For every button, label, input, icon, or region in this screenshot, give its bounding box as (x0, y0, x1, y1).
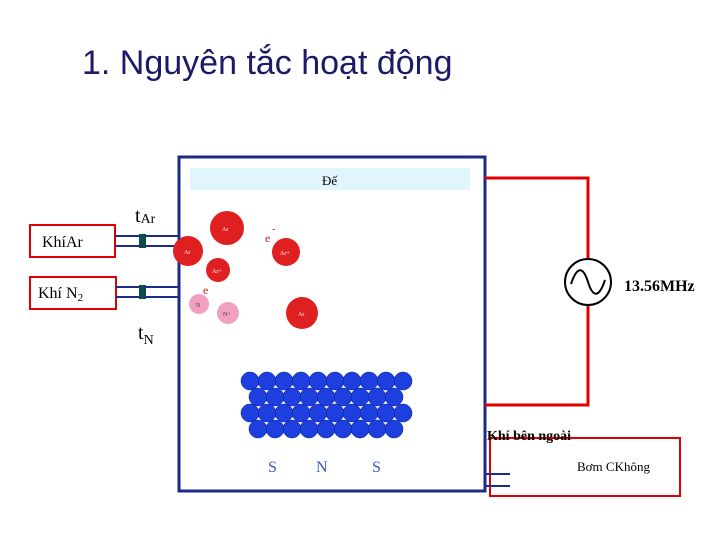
t-n-main: t (138, 322, 144, 344)
n-plus-particle: N+ (217, 302, 239, 324)
svg-text:Ar: Ar (184, 250, 190, 256)
pump-box (489, 437, 681, 497)
svg-text:Ar+: Ar+ (212, 269, 222, 275)
pump-label: Bơm CKhông (577, 459, 650, 474)
electron-sign: - (272, 224, 275, 235)
page-title: 1. Nguyên tắc hoạt động (82, 44, 453, 82)
t-ar-sub: Ar (140, 212, 156, 227)
rf-wire-top (485, 176, 590, 262)
target-atoms (240, 371, 413, 439)
t-ar-main: t (135, 205, 141, 227)
n2-gas-box (29, 276, 117, 310)
svg-text:N+: N+ (223, 312, 231, 318)
substrate-plate (190, 168, 470, 190)
ar-plus-particle: Ar+ (272, 238, 300, 266)
ar-ion-particle: Ar (210, 211, 244, 245)
svg-text:Ar: Ar (222, 227, 228, 233)
ar-plus-particle: Ar+ (206, 258, 230, 282)
ar-ion-particle: Ar (173, 236, 203, 266)
substrate-label: Đế (322, 173, 338, 188)
ar-gas-box (29, 224, 116, 258)
sine-wave-icon (570, 269, 606, 295)
t-ar-label: tAr (135, 205, 155, 228)
ar-ion-particle: Ar (286, 297, 318, 329)
outside-gas-label: Khí bên ngoài (487, 429, 572, 444)
electron-label: e (203, 283, 208, 297)
n2-gas-label: Khí N (38, 285, 78, 302)
t-n-sub: N (143, 333, 154, 348)
magnet-label-s2: S (372, 459, 381, 476)
ar-valve[interactable] (139, 234, 146, 248)
magnet-label-s1: S (268, 459, 277, 476)
n2-gas-label-wrap: Khí N2 (38, 285, 83, 304)
t-n-label: tN (138, 322, 154, 349)
magnet-label-n: N (316, 459, 328, 476)
svg-text:N: N (196, 303, 201, 309)
svg-text:Ar: Ar (298, 312, 304, 318)
ar-gas-label: KhíAr (42, 234, 83, 251)
electron-label: e (265, 231, 270, 245)
svg-text:Ar+: Ar+ (280, 251, 290, 257)
n2-valve[interactable] (139, 285, 146, 299)
rf-wire-bottom (485, 302, 590, 407)
vacuum-chamber (177, 155, 487, 493)
n-atom-particle: N (189, 294, 209, 314)
frequency-label: 13.56MHz (624, 278, 695, 295)
n2-gas-subscript: 2 (77, 292, 84, 304)
